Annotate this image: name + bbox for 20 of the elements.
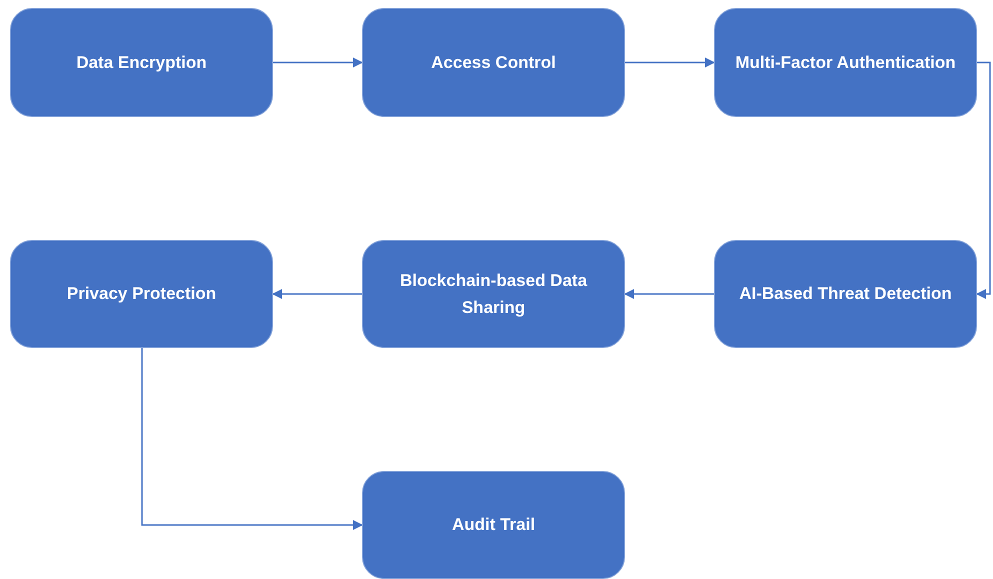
box-label: Multi-Factor Authentication <box>735 52 956 74</box>
process-box <box>10 240 273 348</box>
process-box <box>362 8 625 117</box>
process-box <box>714 8 977 117</box>
arrow <box>273 58 363 68</box>
process-box <box>362 471 625 579</box>
box-label: Access Control <box>431 52 556 74</box>
arrow <box>625 58 715 68</box>
arrow <box>624 289 714 299</box>
box-label: Blockchain-based Data Sharing <box>398 270 588 319</box>
box-label: Data Encryption <box>76 52 207 74</box>
arrow <box>976 62 991 299</box>
process-box <box>362 240 625 348</box>
box-label: AI-Based Threat Detection <box>739 283 952 306</box>
box-label: Privacy Protection <box>66 283 216 306</box>
arrow <box>272 289 362 299</box>
process-box <box>10 8 273 117</box>
box-label: Audit Trail <box>452 514 536 536</box>
process-box <box>714 240 977 348</box>
arrow <box>141 348 363 530</box>
